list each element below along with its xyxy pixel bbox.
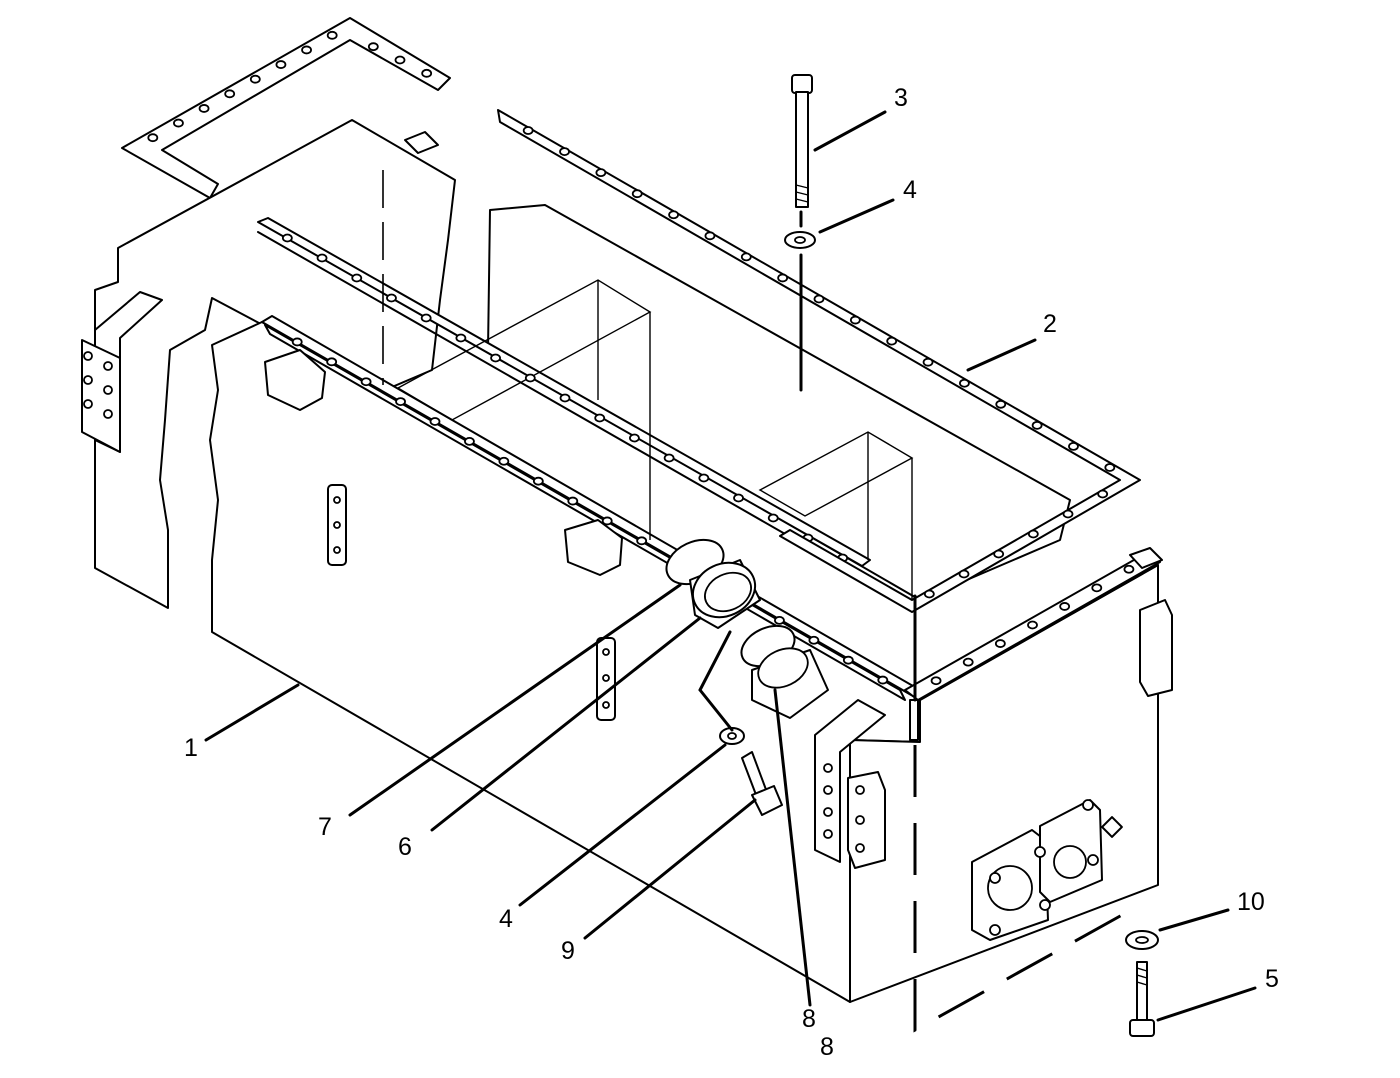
center-line-bottom	[913, 745, 1141, 1033]
bolt-hole	[629, 433, 640, 443]
bolt-hole	[421, 68, 433, 78]
bolt-hole	[1097, 489, 1109, 499]
bolt-hole	[281, 233, 293, 243]
bolt-part-9	[741, 751, 783, 816]
callout-3: 3	[894, 84, 908, 112]
washer-part-10	[1125, 930, 1159, 950]
bolt-hole	[1062, 509, 1074, 519]
assembly-line-bolt-9	[698, 630, 734, 732]
bolt-hole	[464, 436, 475, 446]
bolt-hole	[1068, 442, 1079, 451]
bolt-hole	[994, 639, 1006, 648]
callout-8-lower: 8	[820, 1033, 834, 1061]
bolt-hole	[360, 377, 372, 387]
callout-10: 10	[1237, 888, 1265, 916]
callout-8-upper: 8	[802, 1005, 816, 1033]
bolt-hole	[326, 30, 338, 40]
bolt-hole	[420, 313, 432, 323]
bolt-hole	[394, 55, 406, 65]
bolt-hole	[922, 357, 934, 367]
bolt-hole	[367, 42, 379, 52]
bolt-hole	[777, 273, 789, 283]
callout-7: 7	[318, 813, 332, 841]
callout-9: 9	[561, 937, 575, 965]
bolt-hole	[559, 393, 571, 403]
bolt-hole	[198, 104, 210, 113]
bolt-hole	[842, 655, 854, 665]
bolt-hole	[594, 413, 606, 423]
callout-4-lower: 4	[499, 905, 513, 933]
bolt-hole	[455, 333, 467, 343]
bolt-hole	[704, 231, 716, 241]
gasket-part-2	[497, 109, 1141, 613]
bolt-hole	[559, 147, 570, 156]
bolt-hole	[224, 89, 236, 99]
bolt-hole	[1104, 463, 1116, 472]
bolt-hole	[808, 635, 820, 645]
bolt-hole	[877, 675, 889, 685]
bolt-hole	[663, 453, 675, 463]
bolt-hole	[1059, 602, 1071, 611]
bolt-hole	[668, 210, 679, 220]
bolt-hole	[740, 252, 752, 262]
bolt-hole	[386, 293, 397, 303]
bolt-hole	[930, 676, 942, 686]
bolt-hole	[429, 417, 441, 426]
bolt-hole	[147, 133, 159, 143]
bolt-hole	[1027, 529, 1039, 539]
washer-part-4-upper	[784, 231, 816, 249]
bolt-hole	[993, 549, 1005, 559]
bolt-hole	[813, 294, 825, 304]
bolt-hole	[395, 397, 406, 407]
bolt-hole	[1027, 620, 1038, 630]
bolt-hole	[351, 273, 363, 283]
bolt-hole	[698, 473, 710, 483]
bolt-hole	[962, 657, 974, 667]
bolt-hole	[498, 456, 510, 466]
bolt-hole	[316, 253, 328, 263]
leader-lines	[204, 110, 1257, 1022]
bolt-hole	[275, 60, 287, 69]
callout-4-upper: 4	[903, 176, 917, 204]
bolt-hole	[532, 476, 544, 486]
bolt-hole	[1031, 420, 1043, 430]
bolt-hole	[601, 516, 613, 526]
bolt-hole	[567, 496, 579, 506]
bolt-hole	[490, 353, 501, 363]
elbow-fittings	[665, 538, 829, 719]
bolt-hole	[959, 378, 970, 388]
bolt-hole	[522, 126, 534, 135]
bolt-hole	[173, 118, 184, 128]
bolt-hole	[631, 189, 643, 199]
bolt-hole	[595, 168, 607, 178]
bolt-hole	[1123, 564, 1135, 574]
bolt-hole	[886, 336, 898, 346]
bolt-hole	[849, 315, 861, 325]
bolt-hole	[1091, 583, 1103, 593]
bolt-hole	[774, 615, 785, 625]
callout-labels: 1 2 3 4 7 6 4 9 8 8 10 5	[184, 84, 1279, 1061]
gasket-upper-left	[121, 17, 451, 199]
bolt-part-3	[791, 74, 813, 208]
tank-housing	[81, 119, 1173, 1003]
callout-5: 5	[1265, 965, 1279, 993]
callout-1: 1	[184, 734, 198, 762]
bolt-hole	[301, 45, 312, 55]
bolt-part-5	[1129, 961, 1155, 1037]
callout-2: 2	[1043, 310, 1057, 338]
bolt-hole	[291, 337, 303, 347]
callout-6: 6	[398, 833, 412, 861]
bolt-hole	[958, 569, 970, 579]
bolt-hole	[524, 373, 536, 383]
bolt-hole	[636, 536, 648, 546]
washer-part-4-lower	[719, 727, 745, 745]
bolt-hole	[326, 357, 338, 367]
bolt-hole	[733, 493, 744, 503]
bolt-hole	[923, 589, 935, 599]
bolt-hole	[249, 74, 261, 84]
bolt-hole	[995, 399, 1007, 409]
bolt-hole	[767, 513, 779, 523]
